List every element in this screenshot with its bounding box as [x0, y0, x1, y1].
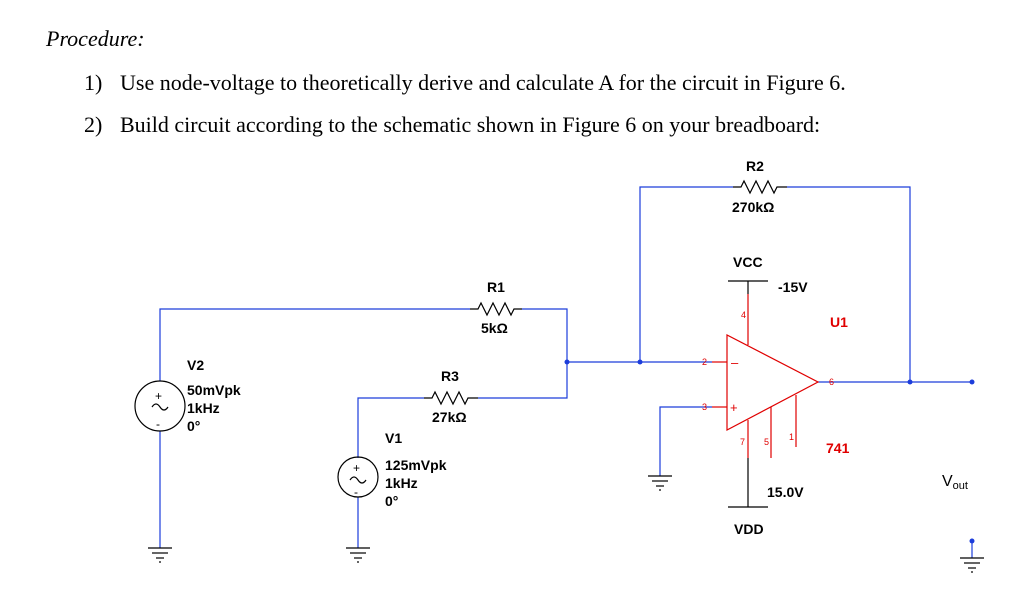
- wires: [159, 186, 975, 558]
- step-1-number: 1): [84, 70, 103, 95]
- resistor-r2: R2 270kΩ: [732, 158, 787, 215]
- vcc-name: VCC: [733, 254, 763, 270]
- opamp-model: 741: [826, 440, 850, 456]
- r3-name: R3: [441, 368, 459, 384]
- v2-source-circle: [134, 380, 186, 432]
- v1-amplitude: 125mVpk: [385, 457, 447, 473]
- junction-dot-2: [637, 359, 643, 365]
- r1-name: R1: [487, 279, 505, 295]
- pin-5-label: 5: [764, 437, 769, 447]
- wire-r3-junction: [478, 362, 568, 399]
- vcc-value: -15V: [778, 279, 808, 295]
- pin-4-label: 4: [741, 310, 746, 320]
- wire-feedback-right: [787, 186, 911, 382]
- ground-noninverting-icon: [648, 475, 672, 491]
- svg-text:-: -: [156, 417, 160, 431]
- ground-v1-icon: [346, 547, 370, 563]
- vout-terminal-dot: [969, 379, 975, 385]
- step-1-text: Use node-voltage to theoretically derive…: [120, 70, 846, 95]
- r2-name: R2: [746, 158, 764, 174]
- v1-phase: 0°: [385, 493, 398, 509]
- opamp-triangle-icon: [726, 334, 820, 431]
- svg-text:-: -: [354, 485, 358, 499]
- svg-text:+: +: [730, 400, 738, 415]
- v1-name: V1: [385, 430, 402, 446]
- opamp-u1: – + 2 3 6 4 7 5 1 U1 741: [702, 294, 850, 458]
- step-2-text: Build circuit according to the schematic…: [120, 112, 821, 137]
- v2-phase: 0°: [187, 418, 200, 434]
- svg-text:–: –: [731, 355, 739, 370]
- junction-dot-1: [564, 359, 570, 365]
- procedure-step-1: 1) Use node-voltage to theoretically deri…: [84, 70, 846, 96]
- supply-vdd: VDD 15.0V: [728, 458, 804, 537]
- r1-value: 5kΩ: [481, 320, 508, 336]
- wire-r1-junction: [522, 308, 568, 362]
- source-v2: + - V2 50mVpk 1kHz 0°: [134, 357, 241, 434]
- vout-sub: out: [953, 480, 968, 492]
- r2-value: 270kΩ: [732, 199, 774, 215]
- pin-2-label: 2: [702, 357, 707, 367]
- vdd-value: 15.0V: [767, 484, 804, 500]
- v2-name: V2: [187, 357, 204, 373]
- resistor-r3: R3 27kΩ: [424, 368, 478, 425]
- svg-text:+: +: [353, 461, 360, 475]
- ground-v2-icon: [148, 547, 172, 563]
- vout-label: Vout: [942, 473, 968, 492]
- pin-6-label: 6: [829, 377, 834, 387]
- ground-vout-icon: [960, 557, 984, 573]
- supply-vcc: VCC -15V: [728, 254, 808, 295]
- wire-v2-r1: [159, 308, 470, 381]
- source-v1: + - V1 125mVpk 1kHz 0°: [337, 430, 447, 509]
- pin-7-label: 7: [740, 437, 745, 447]
- v2-frequency: 1kHz: [187, 400, 220, 416]
- pin-1-label: 1: [789, 432, 794, 442]
- junction-dot-3: [907, 379, 913, 385]
- vout-main: V: [942, 473, 953, 490]
- v1-source-circle: [337, 456, 379, 498]
- vout-ground-dot: [969, 538, 975, 544]
- wire-v1-r3: [357, 397, 424, 458]
- resistor-r1: R1 5kΩ: [470, 279, 522, 336]
- pin-3-label: 3: [702, 402, 707, 412]
- v1-sine-icon: [349, 476, 367, 484]
- v1-frequency: 1kHz: [385, 475, 418, 491]
- step-2-number: 2): [84, 112, 103, 137]
- procedure-step-2: 2) Build circuit according to the schemat…: [84, 112, 820, 138]
- wire-noninverting-ground: [659, 406, 712, 476]
- opamp-ref: U1: [830, 314, 848, 330]
- r1-zigzag-icon: [470, 301, 522, 317]
- wire-feedback-left: [639, 186, 733, 362]
- r3-value: 27kΩ: [432, 409, 467, 425]
- v2-sine-icon: [151, 403, 169, 411]
- svg-text:+: +: [155, 389, 162, 403]
- vdd-name: VDD: [734, 521, 764, 537]
- procedure-title: Procedure:: [46, 26, 145, 51]
- r3-zigzag-icon: [424, 390, 478, 406]
- r2-zigzag-icon: [733, 179, 787, 195]
- v2-amplitude: 50mVpk: [187, 382, 241, 398]
